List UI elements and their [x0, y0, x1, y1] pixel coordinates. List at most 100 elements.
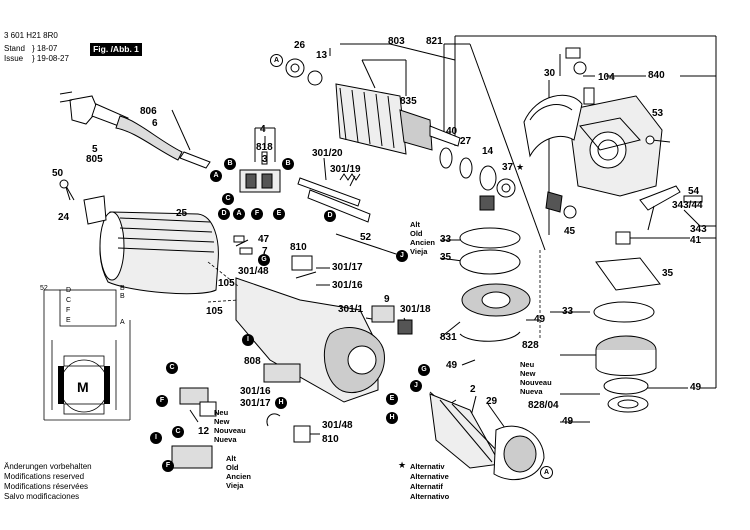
callout-f-2: F	[156, 395, 168, 407]
part-301-17-top: 301/17	[332, 262, 363, 273]
part-25: 25	[176, 208, 188, 219]
alternative-note: Alternativ Alternative Alternatif Altern…	[410, 462, 450, 501]
part-50: 50	[52, 168, 64, 179]
part-2: 2	[470, 384, 476, 395]
part-49-c: 49	[690, 382, 702, 393]
wiring-label-b: B	[120, 293, 125, 300]
callout-j-1: J	[396, 250, 408, 262]
part-35-left: 35	[440, 252, 452, 263]
part-835: 835	[400, 96, 417, 107]
part-47: 47	[258, 234, 270, 245]
callout-i-2: I	[150, 432, 162, 444]
modification-notes: Änderungen vorbehalten Modifications res…	[4, 462, 92, 501]
issue-label: Issue	[4, 54, 24, 63]
callout-c-2: C	[166, 362, 178, 374]
part-104: 104	[598, 72, 615, 83]
part-828-04: 828/04	[528, 400, 559, 411]
callout-b-1: B	[224, 158, 236, 170]
part-301-19: 301/19	[330, 164, 361, 175]
part-12: 12	[198, 426, 210, 437]
wiring-label-e: E	[66, 317, 71, 324]
wiring-label-a: A	[120, 319, 125, 326]
callout-e-2: E	[386, 393, 398, 405]
alternative-star-37: ★	[516, 162, 525, 172]
issue-value: 19-08-27	[36, 54, 69, 63]
part-105-b: 105	[206, 306, 223, 317]
part-343-44: 343/44	[672, 200, 703, 211]
part-49-b: 49	[446, 360, 458, 371]
wiring-label-c: C	[66, 297, 72, 304]
document-header: 3 601 H21 8R0 Stand} 18-07 Issue} 19-08-…	[4, 31, 69, 63]
part-30: 30	[544, 68, 556, 79]
part-41: 41	[690, 235, 702, 246]
part-3: 3	[262, 154, 268, 165]
part-4: 4	[260, 124, 266, 135]
wiring-label-d: D	[66, 287, 72, 294]
part-301-18: 301/18	[400, 304, 431, 315]
callout-a-1: A	[210, 170, 222, 182]
part-343: 343	[690, 224, 707, 235]
callout-c-3: C	[172, 426, 184, 438]
part-14: 14	[482, 146, 494, 157]
part-105-a: 105	[218, 278, 235, 289]
callout-a-2: A	[233, 208, 245, 220]
part-301-1: 301/1	[338, 304, 364, 315]
figure-label: Fig. /Abb. 1	[90, 43, 142, 56]
part-805: 805	[86, 154, 103, 165]
part-301-16-top: 301/16	[332, 280, 363, 291]
part-52: 52	[360, 232, 372, 243]
callout-d-1: D	[218, 208, 230, 220]
callout-d-2: D	[324, 210, 336, 222]
part-35-right: 35	[662, 268, 674, 279]
callout-g-2: G	[418, 364, 430, 376]
part-301-48-top: 301/48	[238, 266, 269, 277]
part-29: 29	[486, 396, 498, 407]
part-33-right: 33	[562, 306, 574, 317]
part-40: 40	[446, 126, 458, 137]
callout-f-3: F	[162, 460, 174, 472]
part-803: 803	[388, 36, 405, 47]
part-301-48-bottom: 301/48	[322, 420, 353, 431]
part-821: 821	[426, 36, 443, 47]
part-37: 37	[502, 162, 514, 173]
part-13: 13	[316, 50, 328, 61]
part-33-left: 33	[440, 234, 452, 245]
part-6: 6	[152, 118, 158, 129]
part-26: 26	[294, 40, 306, 51]
part-806: 806	[140, 106, 157, 117]
motor-symbol: M	[77, 379, 89, 395]
callout-h-1: H	[275, 397, 287, 409]
part-49-a: 49	[534, 314, 546, 325]
stand-value: 18-07	[36, 44, 58, 53]
part-27: 27	[460, 136, 472, 147]
part-53: 53	[652, 108, 664, 119]
wiring-label-b-top: B	[120, 285, 125, 292]
stand-label: Stand	[4, 44, 25, 53]
part-810-bottom: 810	[322, 434, 339, 445]
part-301-16-bottom: 301/16	[240, 386, 271, 397]
callout-h-2: H	[386, 412, 398, 424]
part-840: 840	[648, 70, 665, 81]
part-301-20: 301/20	[312, 148, 343, 159]
part-828: 828	[522, 340, 539, 351]
part-818: 818	[256, 142, 273, 153]
callout-c-1: C	[222, 193, 234, 205]
part-808: 808	[244, 356, 261, 367]
callout-i-1: I	[242, 334, 254, 346]
part-5: 5	[92, 144, 98, 155]
part-45: 45	[564, 226, 576, 237]
part-54: 54	[688, 186, 700, 197]
document-number: 3 601 H21 8R0	[4, 31, 58, 40]
part-810-top: 810	[290, 242, 307, 253]
part-831: 831	[440, 332, 457, 343]
part-301-17-bottom: 301/17	[240, 398, 271, 409]
part-24: 24	[58, 212, 70, 223]
wiring-label-52: 52	[40, 285, 48, 292]
callout-f-1: F	[251, 208, 263, 220]
callout-b-2: B	[282, 158, 294, 170]
